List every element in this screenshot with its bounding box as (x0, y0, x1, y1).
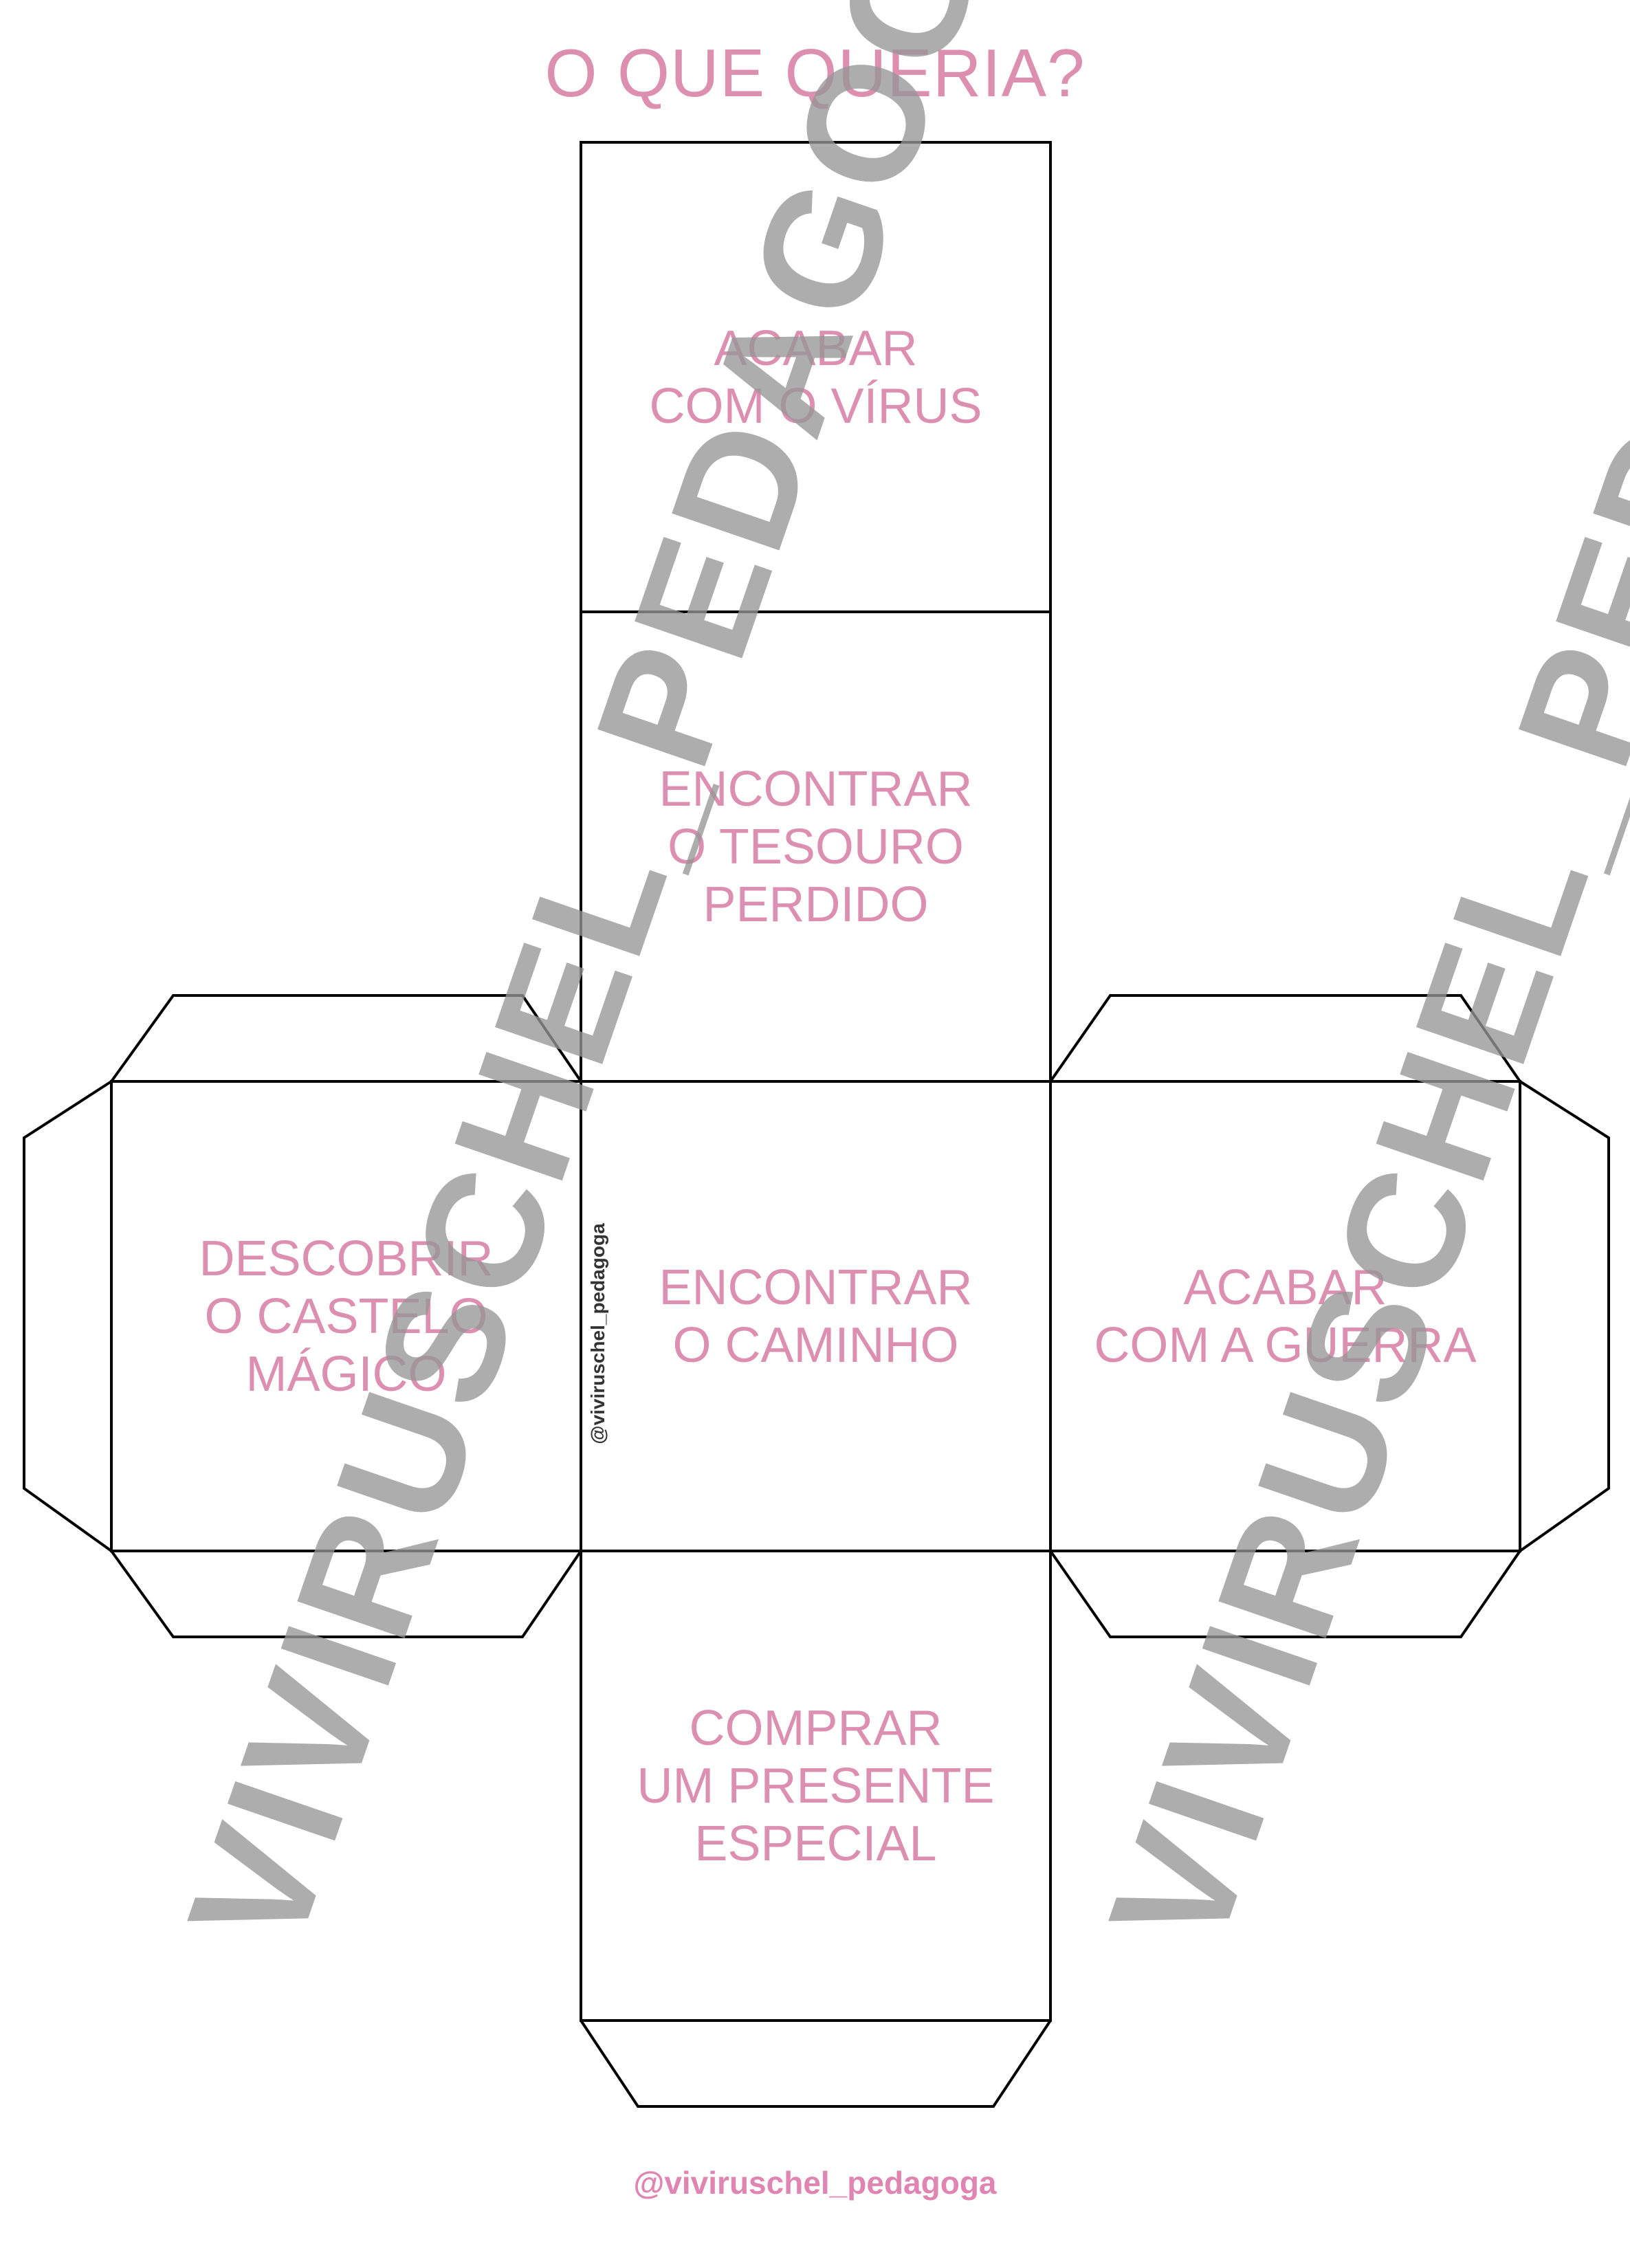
tab-left-top (110, 994, 582, 1083)
tab-left-bottom (110, 1550, 582, 1638)
face-text-left: DESCOBRIR O CASTELO MÁGICO (199, 1231, 494, 1402)
face-left (110, 1080, 582, 1552)
face-text-right: ACABAR COM A GUERRA (1094, 1259, 1477, 1373)
face-text-upper: ENCONTRAR O TESOURO PERDIDO (659, 761, 973, 932)
face-text-lower: COMPRAR UM PRESENTE ESPECIAL (637, 1700, 995, 1871)
tab-right-top (1049, 994, 1521, 1083)
footer-credit: @viviruschel_pedagoga (633, 2165, 997, 2201)
face-text-top: ACABAR COM O VÍRUS (649, 320, 982, 434)
side-credit: @viviruschel_pedagoga (587, 1223, 608, 1444)
face-lower (580, 1550, 1052, 2022)
tab-right-bottom (1049, 1550, 1521, 1638)
page-title: O QUE QUERIA? (544, 35, 1086, 111)
face-right (1049, 1080, 1521, 1552)
tab-right-side (1519, 1080, 1610, 1552)
face-text-center: ENCONTRAR O CAMINHO (659, 1259, 973, 1373)
tab-bottom (580, 2019, 1052, 2108)
tab-left-side (23, 1080, 113, 1552)
